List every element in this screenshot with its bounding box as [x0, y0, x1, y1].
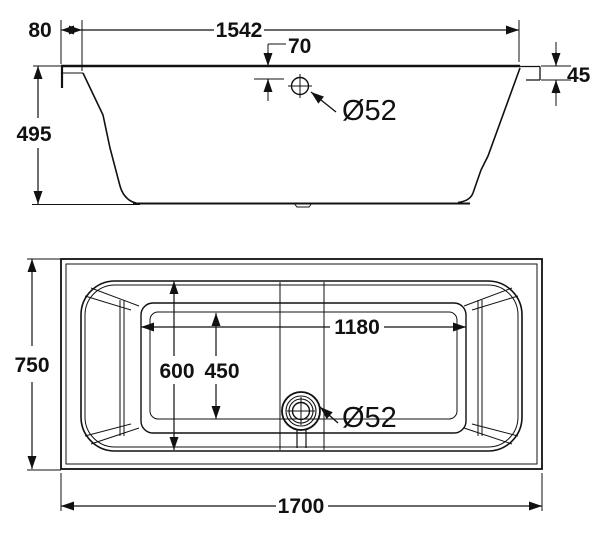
dim-1700: 1700 — [60, 473, 543, 518]
dim-80: 80 — [28, 19, 82, 42]
side-right-wall — [457, 67, 521, 204]
plan-centre-contours — [279, 282, 325, 450]
dim-label-1700: 1700 — [278, 495, 325, 518]
dim-label-45: 45 — [567, 64, 591, 87]
plan-floor-rect — [140, 302, 467, 434]
side-left-wall — [82, 72, 137, 204]
dim-label-450: 450 — [204, 360, 239, 383]
plan-opening-rect — [80, 280, 523, 452]
plan-corner-fans — [84, 287, 519, 445]
dim-label-1180: 1180 — [334, 316, 380, 339]
drain-symbol-side — [288, 74, 312, 98]
dim-600: 600 — [159, 281, 195, 450]
drain-symbol-plan — [281, 391, 321, 448]
dim-label-600: 600 — [159, 360, 194, 383]
drain-callout-plan: Ø52 — [319, 402, 397, 434]
dim-label-80: 80 — [28, 19, 51, 42]
dim-70: 70 — [254, 35, 311, 101]
dim-450: 450 — [204, 313, 240, 419]
plan-outer-rect — [60, 258, 543, 470]
plan-endwall-contours — [119, 300, 483, 436]
drain-diameter-label-plan: Ø52 — [342, 402, 397, 434]
plan-rim-inner-rect — [65, 263, 538, 465]
side-right-lip — [520, 65, 541, 81]
dim-label-495: 495 — [16, 123, 51, 146]
drain-pipe-lines — [296, 430, 307, 448]
side-drain-notch — [294, 204, 312, 208]
plan-view: Ø52 1180 600 450 750 — [14, 258, 543, 518]
dim-label-1542: 1542 — [216, 19, 263, 42]
dim-750: 750 — [14, 258, 61, 471]
drain-callout-side: Ø52 — [310, 91, 397, 127]
dim-label-750: 750 — [14, 354, 49, 377]
side-view: 80 1542 70 Ø52 45 — [16, 19, 591, 208]
plan-opening-inner-rect — [84, 284, 519, 448]
dim-45: 45 — [541, 42, 591, 106]
dim-1180: 1180 — [141, 316, 466, 339]
dim-label-70: 70 — [288, 35, 311, 58]
dim-1542: 1542 — [82, 19, 519, 42]
dim-495: 495 — [16, 66, 52, 204]
drain-diameter-label-side: Ø52 — [342, 95, 397, 127]
